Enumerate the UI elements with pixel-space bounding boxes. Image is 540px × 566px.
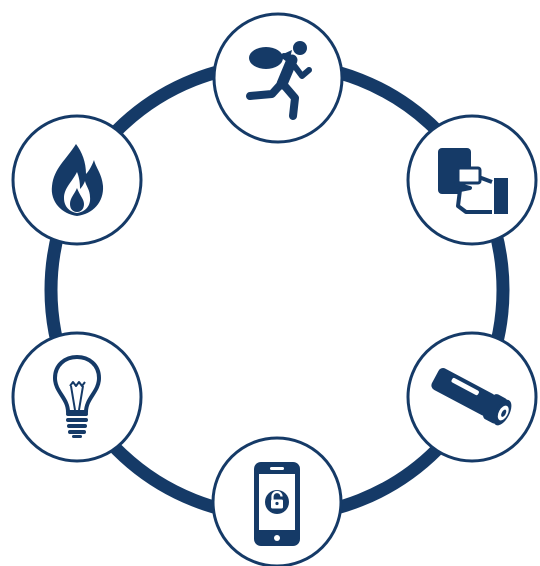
smartphone-lock-icon	[254, 462, 300, 546]
node-circle	[212, 12, 344, 144]
node-burglar	[212, 12, 344, 144]
fire-icon	[51, 144, 104, 216]
access-control-icon	[438, 148, 508, 214]
node-access-control	[406, 114, 538, 246]
node-light-bulb	[11, 331, 143, 463]
security-camera-icon	[431, 368, 512, 426]
node-fire	[11, 114, 143, 246]
light-bulb-icon	[53, 355, 101, 438]
burglar-icon	[246, 41, 312, 120]
node-security-camera	[406, 331, 538, 463]
node-smartphone-lock	[211, 436, 343, 566]
